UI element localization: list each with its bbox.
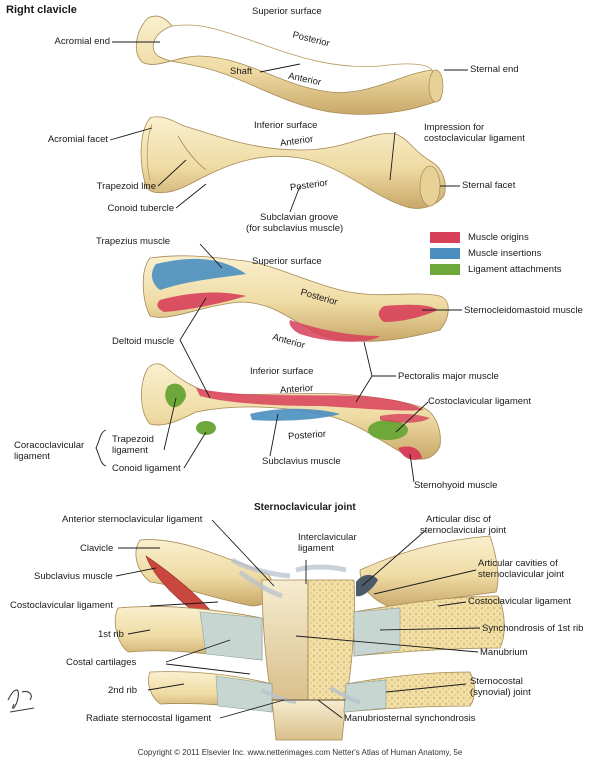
label-impression-1: Impression for xyxy=(424,122,485,133)
label-second-rib: 2nd rib xyxy=(108,685,138,696)
label-costal-cartilages: Costal cartilages xyxy=(66,657,137,668)
label-coracoclavicular-2: ligament xyxy=(14,451,50,462)
label-pectoralis: Pectoralis major muscle xyxy=(398,371,499,382)
label-clavicle: Clavicle xyxy=(80,543,114,554)
label-shaft: Shaft xyxy=(230,66,253,77)
label-sternal-end: Sternal end xyxy=(470,64,519,75)
legend-swatch-insertions xyxy=(430,248,460,259)
label-costoclavicular-right: Costoclavicular ligament xyxy=(468,596,571,607)
label-superior-surface: Superior surface xyxy=(252,6,322,17)
sternoclavicular-joint-illustration xyxy=(114,535,505,741)
clavicle-attachments-superior xyxy=(142,255,449,342)
label-anterior-scl: Anterior sternoclavicular ligament xyxy=(62,514,203,525)
label-scm: Sternocleidomastoid muscle xyxy=(464,305,583,316)
label-articular-disc-1: Articular disc of xyxy=(426,514,491,525)
label-manubriosternal: Manubriosternal synchondrosis xyxy=(344,713,476,724)
clavicle-inferior-view xyxy=(140,116,446,209)
label-subclavian-groove-2: (for subclavius muscle) xyxy=(246,223,344,234)
label-manubrium: Manubrium xyxy=(480,647,528,658)
label-inferior-surface-2: Inferior surface xyxy=(250,366,314,377)
label-superior-surface-2: Superior surface xyxy=(252,256,322,267)
legend-swatch-origins xyxy=(430,232,460,243)
label-impression-2: costoclavicular ligament xyxy=(424,133,525,144)
label-synchondrosis: Synchondrosis of 1st rib xyxy=(482,623,584,634)
clavicle-attachments-inferior xyxy=(141,363,441,460)
label-subclavian-groove-1: Subclavian groove xyxy=(260,212,339,223)
copyright-notice: Copyright © 2011 Elsevier Inc. www.nette… xyxy=(137,748,463,757)
label-sternohyoid: Sternohyoid muscle xyxy=(414,480,498,491)
label-sternocostal-2: (synovial) joint xyxy=(470,687,531,698)
label-conoid-tubercle: Conoid tubercle xyxy=(107,203,174,214)
label-acromial-end: Acromial end xyxy=(54,36,110,47)
label-interclavicular-2: ligament xyxy=(298,543,334,554)
label-interclavicular-1: Interclavicular xyxy=(298,532,357,543)
label-anterior-4: Anterior xyxy=(279,382,314,397)
label-subclavius-1: Subclavius muscle xyxy=(262,456,341,467)
leader-lines xyxy=(95,41,481,719)
label-acromial-facet: Acromial facet xyxy=(47,134,108,145)
legend-swatch-ligaments xyxy=(430,264,460,275)
netter-signature xyxy=(7,689,35,713)
label-radiate: Radiate sternocostal ligament xyxy=(86,713,212,724)
label-subclavius-2: Subclavius muscle xyxy=(34,571,113,582)
label-articular-cavities-1: Articular cavities of xyxy=(478,558,558,569)
label-trapezoid-line: Trapezoid line xyxy=(96,181,156,192)
label-sternal-facet: Sternal facet xyxy=(462,180,516,191)
label-trapezoid-ligament-2: ligament xyxy=(112,445,148,456)
label-sternocostal-1: Sternocostal xyxy=(470,676,523,687)
label-costoclavicular-1: Costoclavicular ligament xyxy=(428,396,531,407)
label-inferior-surface-1: Inferior surface xyxy=(254,120,318,131)
label-trapezius: Trapezius muscle xyxy=(96,236,171,247)
legend-label-insertions: Muscle insertions xyxy=(468,248,542,259)
legend-label-origins: Muscle origins xyxy=(468,232,529,243)
joint-title: Sternoclavicular joint xyxy=(254,502,356,513)
label-articular-cavities-2: sternoclavicular joint xyxy=(478,569,565,580)
label-conoid-ligament: Conoid ligament xyxy=(112,463,181,474)
label-trapezoid-ligament-1: Trapezoid xyxy=(112,434,154,445)
legend-label-ligaments: Ligament attachments xyxy=(468,264,562,275)
page-title: Right clavicle xyxy=(6,4,77,16)
label-first-rib: 1st rib xyxy=(98,629,124,640)
label-deltoid: Deltoid muscle xyxy=(112,336,175,347)
label-articular-disc-2: sternoclavicular joint xyxy=(420,525,507,536)
label-coracoclavicular-1: Coracoclavicular xyxy=(14,440,85,451)
clavicle-superior-view xyxy=(135,15,444,115)
label-costoclavicular-left: Costoclavicular ligament xyxy=(10,600,113,611)
legend-swatches xyxy=(430,232,460,275)
